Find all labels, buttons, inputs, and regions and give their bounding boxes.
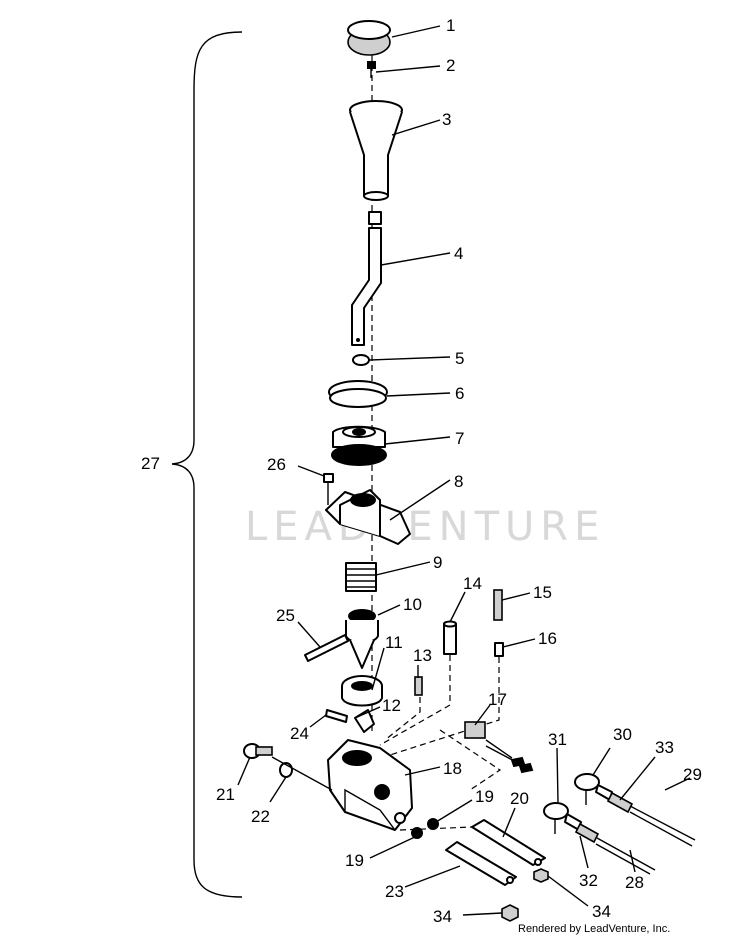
- part-shift-knob: [349, 100, 403, 201]
- part-o-ring-19b: [411, 827, 423, 839]
- callout-33: 33: [655, 738, 674, 757]
- callout-23: 23: [385, 882, 404, 901]
- callouts: 1 2 3 4 5 6 7 8 9 10 11 12 13 14 15 16 1…: [141, 16, 702, 926]
- callout-3: 3: [442, 110, 451, 129]
- callout-34b: 34: [592, 902, 611, 921]
- part-seal-ring: [328, 380, 388, 408]
- part-nut-16: [494, 642, 504, 657]
- part-nut-34a: [501, 904, 519, 922]
- callout-4: 4: [454, 244, 463, 263]
- callout-12: 12: [382, 696, 401, 715]
- part-sensor: [464, 721, 534, 774]
- bolt-guide: [271, 756, 333, 791]
- callout-5: 5: [455, 349, 464, 368]
- callout-2: 2: [446, 56, 455, 75]
- part-housing-cover: [325, 489, 411, 545]
- callout-34a: 34: [433, 907, 452, 926]
- part-spring: [345, 562, 377, 592]
- part-cable-28: [574, 822, 656, 875]
- callout-1: 1: [446, 16, 455, 35]
- assembly-brace: [171, 31, 243, 898]
- callout-6: 6: [455, 384, 464, 403]
- callout-22: 22: [251, 807, 270, 826]
- part-set-screw: [414, 676, 423, 696]
- callout-29: 29: [683, 765, 702, 784]
- callout-28: 28: [625, 873, 644, 892]
- part-pivot: [345, 609, 379, 669]
- part-pin-24: [325, 709, 348, 723]
- watermark: LEADVENTURE: [245, 504, 605, 550]
- part-stud: [493, 589, 503, 621]
- part-shift-lever: [351, 211, 382, 346]
- callout-17: 17: [488, 690, 507, 709]
- callout-15: 15: [533, 583, 552, 602]
- part-o-ring: [352, 354, 370, 366]
- part-bolt-26: [323, 473, 334, 505]
- part-pin-25: [304, 634, 349, 662]
- part-ball-joint-30: [574, 773, 613, 805]
- credit-text: Rendered by LeadVenture, Inc.: [518, 923, 670, 935]
- part-ball-joint-31: [543, 802, 582, 834]
- part-dowel: [443, 620, 457, 655]
- part-boot: [331, 425, 387, 466]
- callout-16: 16: [538, 629, 557, 648]
- leader-lines: [237, 25, 691, 916]
- callout-21: 21: [216, 785, 235, 804]
- part-shift-housing: [327, 739, 413, 831]
- part-o-ring-19a: [427, 818, 439, 830]
- callout-26: 26: [267, 455, 286, 474]
- callout-19a: 19: [475, 787, 494, 806]
- assembly-guides: [379, 655, 502, 791]
- callout-31: 31: [548, 730, 567, 749]
- callout-8: 8: [454, 472, 463, 491]
- part-shaft-23: [445, 841, 517, 886]
- callout-19b: 19: [345, 851, 364, 870]
- callout-11: 11: [385, 633, 403, 652]
- part-collar: [341, 675, 383, 707]
- callout-30: 30: [613, 725, 632, 744]
- callout-25: 25: [276, 606, 295, 625]
- callout-24: 24: [290, 724, 309, 743]
- callout-27: 27: [141, 454, 160, 473]
- callout-14: 14: [463, 574, 482, 593]
- shaft-guide: [399, 826, 473, 831]
- callout-9: 9: [433, 553, 442, 572]
- part-screw-small: [367, 61, 376, 78]
- callout-20: 20: [510, 789, 529, 808]
- callout-32: 32: [579, 871, 598, 890]
- part-cap: [347, 20, 391, 56]
- part-bolt-21: [243, 743, 273, 759]
- part-nut-34b: [533, 868, 549, 883]
- callout-18: 18: [443, 759, 462, 778]
- part-cable-29: [606, 791, 696, 847]
- callout-10: 10: [403, 595, 422, 614]
- part-shaft-20: [471, 819, 546, 866]
- callout-13: 13: [413, 646, 432, 665]
- callout-7: 7: [455, 429, 464, 448]
